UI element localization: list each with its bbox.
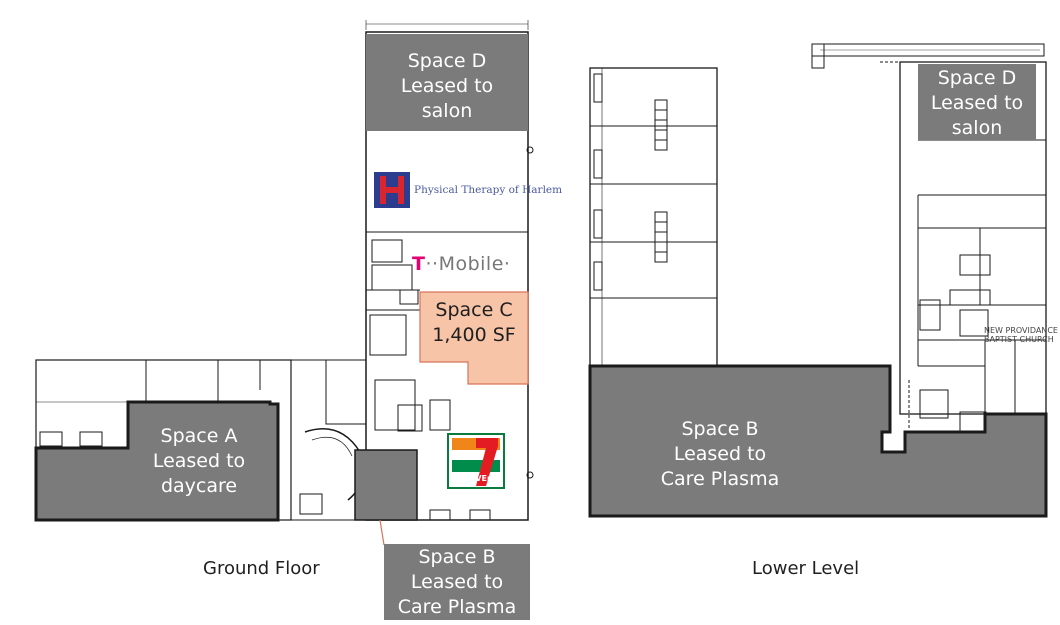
space-b-status: Leased to [410, 571, 504, 593]
ground-space-a-block [34, 400, 280, 522]
lower-space-b-label: Space B Leased to Care Plasma [640, 417, 800, 492]
ground-space-c-block [419, 291, 529, 385]
lower-level-caption: Lower Level [752, 558, 860, 579]
ground-space-b-label: Space B Leased to Care Plasma [384, 545, 530, 620]
space-b-title: Space B [418, 546, 496, 568]
space-a-title: Space A [160, 425, 238, 447]
space-d-tenant: salon [421, 100, 473, 122]
ground-space-c-label: Space C 1,400 SF [420, 298, 528, 348]
lower-space-b-block [588, 364, 1048, 518]
ground-space-d-label: Space D Leased to salon [366, 49, 528, 124]
physical-therapy-logo [374, 172, 410, 208]
tmobile-t-letter: T [412, 253, 426, 275]
space-a-tenant: daycare [160, 475, 238, 497]
ground-space-a-label: Space A Leased to daycare [124, 424, 274, 499]
seven-eleven-text: ELEVEn [459, 474, 493, 483]
lower-space-b-tenant: Care Plasma [660, 468, 780, 490]
physical-therapy-name: Physical Therapy of Harlem [414, 184, 563, 196]
tmobile-name: Mobile [438, 253, 504, 275]
seven-eleven-logo [447, 433, 505, 489]
space-a-status: Leased to [152, 450, 246, 472]
lower-space-d-label: Space D Leased to salon [918, 66, 1036, 141]
ground-space-b-block [354, 449, 418, 521]
lower-space-b-status: Leased to [673, 443, 767, 465]
space-b-leader-line [379, 519, 385, 546]
space-c-title: Space C [435, 299, 513, 321]
tmobile-wordmark: T··Mobile· [412, 253, 511, 275]
ground-floor-caption: Ground Floor [203, 558, 320, 579]
lower-space-d-title: Space D [937, 67, 1017, 89]
space-d-title: Space D [407, 50, 487, 72]
lower-space-d-status: Leased to [930, 92, 1024, 114]
space-c-size: 1,400 SF [432, 324, 516, 346]
lower-level-cellar-stack [589, 67, 718, 367]
lower-space-b-title: Space B [681, 418, 759, 440]
church-label-line2: BAPTIST CHURCH [984, 335, 1054, 344]
ground-space-b-callout [384, 544, 530, 620]
space-d-status: Leased to [400, 75, 494, 97]
lower-space-d-block [918, 64, 1036, 140]
church-label-line1: NEW PROVIDANCE [984, 326, 1058, 335]
church-label: NEW PROVIDANCE BAPTIST CHURCH [984, 326, 1058, 344]
ground-space-d-block [366, 34, 528, 131]
lower-space-d-tenant: salon [951, 117, 1003, 139]
space-b-tenant: Care Plasma [397, 596, 517, 618]
